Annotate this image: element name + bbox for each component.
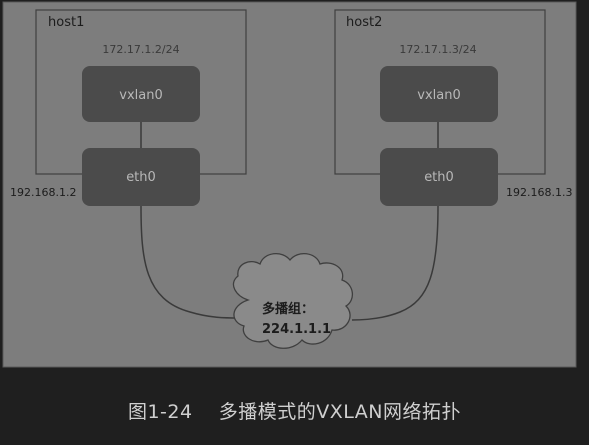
multicast-cloud-icon [232,253,353,349]
multicast-group-label: 多播组： [262,301,314,317]
host1-vxlan-ip: 172.17.1.2/24 [102,43,179,56]
host1-label: host1 [48,15,84,30]
host2-vxlan0-label: vxlan0 [417,88,460,103]
figure-caption: 图1-24 多播模式的VXLAN网络拓扑 [0,376,589,445]
host2-eth0-label: eth0 [424,170,454,185]
host1-vxlan0-node [82,66,200,122]
host2-eth-ip: 192.168.1.3 [506,186,572,199]
vxlan-topology-diagram: host1 host2 172.17.1.2/24 172.17.1.3/24 … [2,1,577,368]
host1-eth-ip: 192.168.1.2 [10,186,76,199]
host2-multicast-cable [351,205,439,321]
host2-vxlan0-node [380,66,498,122]
host2-label: host2 [346,15,382,30]
figure-number: 图1-24 [127,401,193,423]
host1-multicast-cable [140,205,241,319]
host1-eth0-node [82,148,200,206]
multicast-group-address: 224.1.1.1 [262,322,331,337]
host2-vxlan-ip: 172.17.1.3/24 [399,43,476,56]
host1-vxlan0-label: vxlan0 [119,88,162,103]
host1-eth0-label: eth0 [126,170,156,185]
caption-spacer [193,400,219,422]
figure-title: 多播模式的VXLAN网络拓扑 [218,401,462,423]
host2-eth0-node [380,148,498,206]
